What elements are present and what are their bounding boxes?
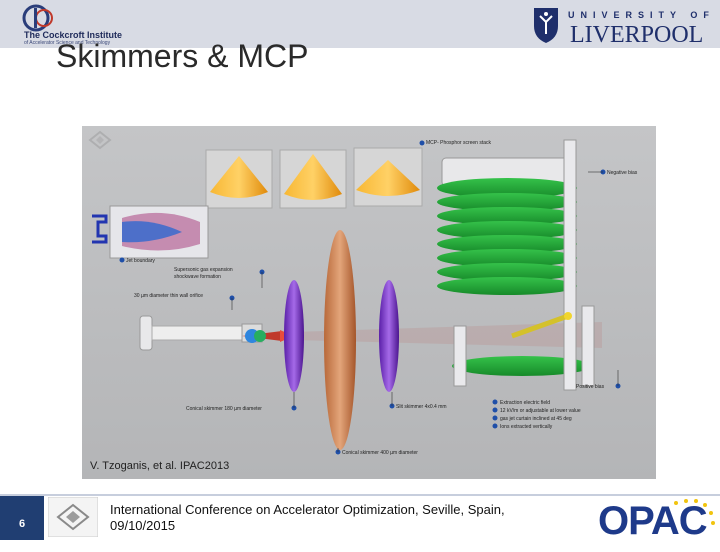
label-supersonic: Supersonic gas expansion	[174, 267, 233, 273]
label-positive-bias: Positive bias	[576, 384, 605, 390]
slide-number: 6	[0, 496, 44, 540]
label-slit-skimmer: Slit skimmer 4x0.4 mm	[396, 404, 447, 410]
label-extraction-field: Extraction electric field	[500, 400, 551, 406]
header-bar: The Cockcroft Institute of Accelerator S…	[0, 0, 720, 48]
conference-info: International Conference on Accelerator …	[110, 502, 580, 534]
label-orifice: 30 µm diameter thin wall orifice	[134, 293, 204, 299]
slide-title: Skimmers & MCP	[56, 38, 309, 74]
label-shockwave: shockwave formation	[174, 274, 221, 280]
star-arc-icon	[674, 499, 715, 525]
label-ions: Ions extracted vertically	[500, 424, 553, 430]
label-negative-bias: Negative bias	[607, 170, 638, 176]
opac-logo-text: OPAC	[598, 499, 708, 543]
liverpool-logo: UNIVERSITY OF LIVERPOOL	[530, 4, 716, 48]
cockcroft-logo-title: The Cockcroft Institute	[24, 30, 123, 40]
copper-disc	[324, 230, 356, 450]
label-conical-400: Conical skimmer 400 µm diameter	[342, 450, 418, 456]
label-mcp-stack: MCP- Phosphor screen stack	[426, 140, 492, 146]
figure-citation: V. Tzoganis, et al. IPAC2013	[90, 460, 230, 472]
cone-thumbnail-2	[279, 149, 347, 209]
iac-emblem-icon	[47, 496, 99, 538]
leader-lines	[231, 171, 619, 452]
label-kv-note: 12 kV/m or adjustable at lower value	[500, 408, 581, 414]
slit-skimmer	[379, 280, 399, 392]
label-jet-boundary: Jet boundary	[126, 258, 155, 264]
label-conical-180: Conical skimmer 180 µm diameter	[186, 406, 262, 412]
mcp-stack	[437, 139, 595, 391]
conference-date: 09/10/2015	[110, 518, 176, 533]
label-gas-jet: gas jet curtain inclined at 45 deg	[500, 416, 572, 422]
cockcroft-logo: The Cockcroft Institute of Accelerator S…	[8, 4, 122, 46]
watermark-icon	[88, 130, 112, 150]
university-of-text: UNIVERSITY OF	[568, 10, 715, 20]
cockcroft-logo-subtitle: of Accelerator Science and Technology	[24, 40, 111, 46]
gas-inlet-tube	[139, 315, 263, 351]
iac-logo	[47, 496, 99, 538]
cone-thumbnail-1	[205, 149, 273, 209]
label-markers	[119, 140, 621, 455]
opac-logo: OPAC	[590, 495, 718, 543]
apparatus-figure: MCP- Phosphor screen stack Negative bias…	[82, 126, 656, 479]
conical-skimmer-1	[284, 280, 304, 392]
gas-beam	[242, 322, 602, 348]
liverpool-text: LIVERPOOL	[570, 22, 704, 48]
university-crest-icon	[534, 8, 558, 43]
apparatus-diagram	[88, 130, 621, 455]
footer-divider	[0, 494, 720, 496]
expansion-inset	[92, 205, 209, 259]
cockcroft-emblem-icon	[22, 4, 53, 32]
conference-line-1: International Conference on Accelerator …	[110, 502, 505, 517]
cone-thumbnail-3	[353, 147, 423, 207]
